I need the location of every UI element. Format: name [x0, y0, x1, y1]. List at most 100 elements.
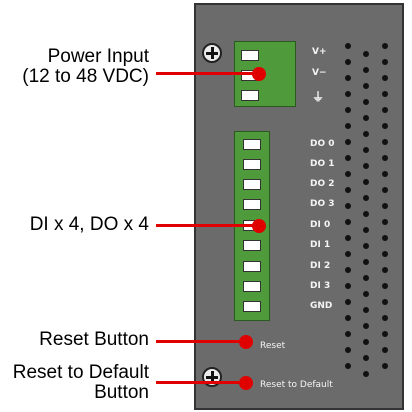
vent-hole — [363, 51, 369, 57]
vent-hole — [363, 307, 369, 313]
vent-hole — [363, 211, 369, 217]
vent-hole — [345, 315, 351, 321]
vent-hole — [345, 123, 351, 129]
vent-hole — [345, 43, 351, 49]
io-pin-label: GND — [310, 301, 333, 311]
vent-hole — [382, 331, 388, 337]
io-pin-label: DI 1 — [310, 240, 331, 250]
vent-hole — [382, 283, 388, 289]
power-input-label: Power Input (12 to 48 VDC) — [22, 47, 149, 87]
reset-default-button[interactable] — [239, 376, 253, 390]
terminal-slot — [241, 90, 259, 101]
io-pin-label: DI 0 — [310, 220, 331, 230]
vent-hole — [382, 219, 388, 225]
vent-hole — [363, 227, 369, 233]
vent-hole — [363, 243, 369, 249]
reset-button[interactable] — [239, 335, 253, 349]
bottom-screw-icon — [202, 367, 222, 387]
reset-default-callout-line — [156, 381, 243, 384]
io-pin-label: DO 2 — [310, 179, 335, 189]
reset-default-sub: Button — [94, 382, 149, 403]
ground-icon: ⏚ — [312, 90, 325, 104]
vent-hole — [363, 339, 369, 345]
vent-hole — [345, 283, 351, 289]
vent-hole — [382, 139, 388, 145]
reset-button-label: Reset Button — [39, 329, 149, 350]
dio-callout-dot — [252, 219, 266, 233]
power-pin-label: V− — [312, 68, 327, 78]
vent-hole — [382, 43, 388, 49]
reset-panel-label: Reset — [260, 341, 286, 351]
vent-hole — [382, 91, 388, 97]
vent-hole — [345, 75, 351, 81]
terminal-slot — [243, 261, 261, 272]
vent-hole — [345, 171, 351, 177]
vent-hole — [345, 155, 351, 161]
vent-hole — [382, 59, 388, 65]
vent-hole — [345, 363, 351, 369]
vent-hole — [345, 235, 351, 241]
vent-hole — [345, 347, 351, 353]
vent-hole — [382, 235, 388, 241]
vent-hole — [345, 91, 351, 97]
vent-hole — [363, 259, 369, 265]
power-callout-dot — [252, 67, 266, 81]
vent-hole — [363, 147, 369, 153]
device-panel: V+ V− ⏚ DO 0 DO 1 DO 2 DO 3 DI 0 DI 1 DI… — [194, 3, 404, 410]
vent-hole — [345, 267, 351, 273]
vent-hole — [345, 203, 351, 209]
vent-hole — [363, 115, 369, 121]
vent-hole — [363, 275, 369, 281]
vent-hole — [382, 155, 388, 161]
vent-hole — [363, 195, 369, 201]
io-pin-label: DI 2 — [310, 261, 331, 271]
vent-hole — [363, 131, 369, 137]
vent-hole — [382, 75, 388, 81]
vent-hole — [363, 99, 369, 105]
terminal-slot — [241, 50, 259, 61]
vent-hole — [382, 267, 388, 273]
dio-callout-line — [156, 224, 259, 227]
vent-hole — [345, 219, 351, 225]
vent-hole — [382, 299, 388, 305]
reset-default-panel-label: Reset to Default — [260, 380, 333, 390]
terminal-slot — [243, 199, 261, 210]
vent-hole — [363, 291, 369, 297]
power-pin-label: V+ — [312, 47, 327, 57]
io-pin-label: DI 3 — [310, 281, 331, 291]
vent-hole — [345, 139, 351, 145]
terminal-slot — [243, 301, 261, 312]
power-input-title: Power Input — [47, 46, 149, 67]
vent-hole — [345, 107, 351, 113]
terminal-slot — [243, 139, 261, 150]
vent-hole — [345, 299, 351, 305]
vent-hole — [363, 371, 369, 377]
vent-hole — [382, 347, 388, 353]
vent-hole — [382, 363, 388, 369]
reset-callout-line — [156, 340, 243, 343]
vent-hole — [382, 315, 388, 321]
terminal-slot — [243, 281, 261, 292]
vent-hole — [345, 331, 351, 337]
vent-hole — [345, 251, 351, 257]
vent-hole — [363, 355, 369, 361]
io-pin-label: DO 3 — [310, 199, 335, 209]
vent-hole — [382, 107, 388, 113]
vent-hole — [382, 171, 388, 177]
vent-hole — [363, 163, 369, 169]
vent-hole — [363, 67, 369, 73]
reset-default-label: Reset to Default Button — [13, 363, 149, 403]
power-callout-line — [156, 72, 259, 75]
vent-hole — [382, 123, 388, 129]
vent-hole — [363, 179, 369, 185]
vent-hole — [382, 251, 388, 257]
vent-hole — [345, 59, 351, 65]
vent-hole — [345, 187, 351, 193]
io-pin-label: DO 0 — [310, 139, 335, 149]
vent-hole — [363, 323, 369, 329]
terminal-slot — [243, 179, 261, 190]
vent-hole — [363, 83, 369, 89]
terminal-slot — [243, 240, 261, 251]
vent-hole — [382, 203, 388, 209]
reset-default-title: Reset to Default — [12, 362, 149, 383]
